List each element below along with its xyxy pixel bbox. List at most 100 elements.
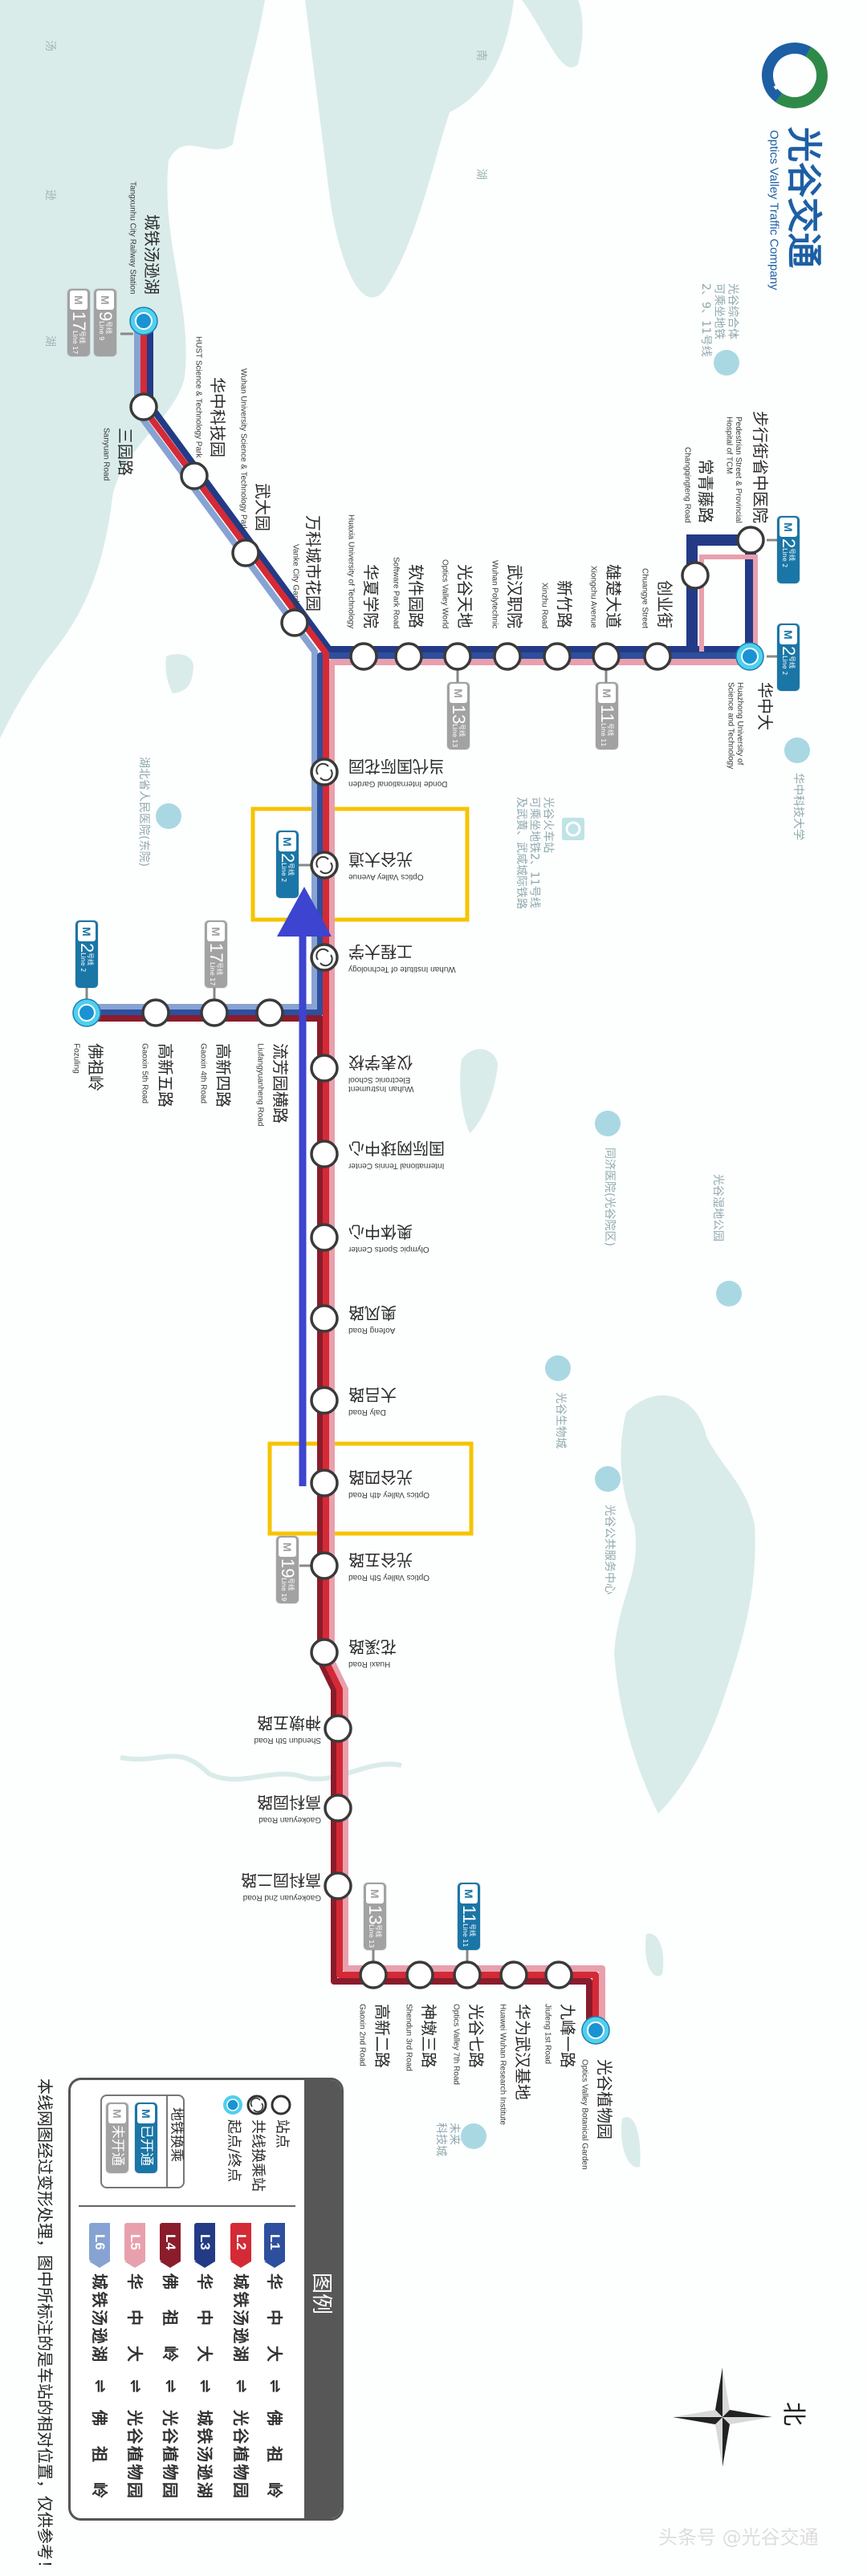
lake-label: 南 [474,50,488,61]
lake-tangxun [0,0,265,738]
station-marker [349,642,378,671]
transfer-line-suffix: 号线 Line 2 [781,548,796,568]
transfer-line-number: 2 [779,538,799,549]
highlight-box-optics-valley-avenue [250,807,470,922]
legend-not-opened-label: 未开通 [110,2125,125,2166]
place-annotation: 光谷综合体 可乘坐地铁 2、9、11号线 [698,283,739,357]
compass-icon [673,2367,772,2467]
station-marker [736,526,765,555]
place-marker-icon [461,2123,486,2149]
station-marker [310,1054,339,1083]
station-name: 高科园二路 [241,1871,321,1890]
legend-header-band [304,2080,341,2518]
station-name-en: Gaoxin 5th Road [140,1043,149,1104]
station-name: 神墩五路 [257,1713,321,1733]
metro-m-icon: M [450,684,467,703]
station-marker [405,1960,434,1989]
station-marker [681,561,710,590]
shared-transfer-icon [320,769,333,782]
legend-line-badge-chevron [89,2261,110,2268]
direction-arrow-head-icon [277,887,332,937]
station-name: 高新二路 [372,2004,392,2068]
station-marker [643,642,672,671]
transfer-line-number: 9 [96,311,116,322]
station-name: 光谷四路 [348,1468,413,1487]
legend-line-from: 华中大 [195,2273,214,2362]
transfer-line-number: 13 [449,705,469,725]
station-name: 当代国际花园 [348,757,445,776]
legend-line-to: 佛祖岭 [90,2410,109,2498]
station-marker [280,608,309,637]
watermark: 头条号 @光谷交通 [658,2526,819,2549]
station-name: 步行街省中医院 [751,411,770,523]
highlight-box-optics-valley-4th-road [267,1441,474,1536]
metro-m-icon: M [207,922,225,941]
station-name: 华中科技园 [208,377,227,457]
shared-transfer-icon [320,954,333,967]
transfer-line-suffix: 号线 Line 13 [451,724,466,748]
station-name: 光谷天地 [455,564,474,628]
station-name: 国际网球中心 [348,1139,445,1158]
place-annotation: 光谷火车站 可乘坐地铁2、11号线 及武黄、武咸城际铁路 [514,797,555,909]
legend-title: 图例 [308,2273,333,2315]
legend-line-badge-chevron [160,2261,181,2268]
metro-m-icon: M [779,518,797,537]
metro-m-icon: M [779,625,797,644]
station-name-en: Olympic Sports Center [348,1245,429,1253]
legend-line-badge-l3: L3 [194,2223,215,2261]
station-name-en: Huawei Wuhan Research Institute [498,2004,507,2126]
station-marker [443,642,472,671]
place-annotation: 光谷公共服务中心 [602,1505,616,1595]
station-marker [310,758,339,786]
station-name-en: Jiufeng 1st Road [543,2004,552,2065]
station-marker [499,1960,528,1989]
lake-label: 逊 [43,189,57,201]
place-annotation: 未来 科技城 [434,2123,461,2156]
legend-line-row: 华中大⇌佛祖岭 [264,2273,287,2503]
station-marker [310,1638,339,1667]
station-name: 软件园路 [406,564,425,628]
station-name: 华中大 [755,682,775,730]
station-name: 华夏学院 [361,564,381,628]
station-marker [324,1794,352,1822]
legend-not-opened-badge: M 未开通 [106,2103,128,2173]
terminal-station-marker-core [78,1004,96,1022]
station-name-en: Aofeng Road [348,1326,396,1335]
brand-logo-icon [762,43,828,108]
railway-station-icon [562,818,584,840]
transfer-line-suffix: 号线 Line 19 [280,1578,295,1602]
railway-station-icon-glyph [565,821,581,837]
metro-m-icon: M [78,922,96,941]
station-name-en: Optics Valley 5th Road [348,1573,429,1582]
terminal-station-marker-core [741,648,759,665]
legend-line-arrow-icon: ⇌ [91,2379,111,2393]
metro-m-icon: M [366,1884,384,1904]
station-name-en: Shendun 5th Road [254,1736,321,1745]
route-line-l3 [147,321,750,652]
station-name-en: Optics Valley Botanical Garden [580,2059,589,2170]
station-name-en: Tangxunhu City Railway Station [128,181,137,295]
station-marker [394,642,423,671]
place-marker-icon [714,350,739,376]
metro-m-icon: M [70,291,88,310]
station-marker [231,538,260,567]
legend-line-badge-chevron [264,2261,285,2268]
station-marker [310,943,339,972]
station-marker [310,1469,339,1497]
lake-nanhu [305,0,514,298]
station-marker [453,1960,482,1989]
legend-line-badge-l5: L5 [124,2223,145,2261]
place-marker-icon [784,737,810,763]
legend-line-arrow-icon: ⇌ [232,2379,252,2393]
